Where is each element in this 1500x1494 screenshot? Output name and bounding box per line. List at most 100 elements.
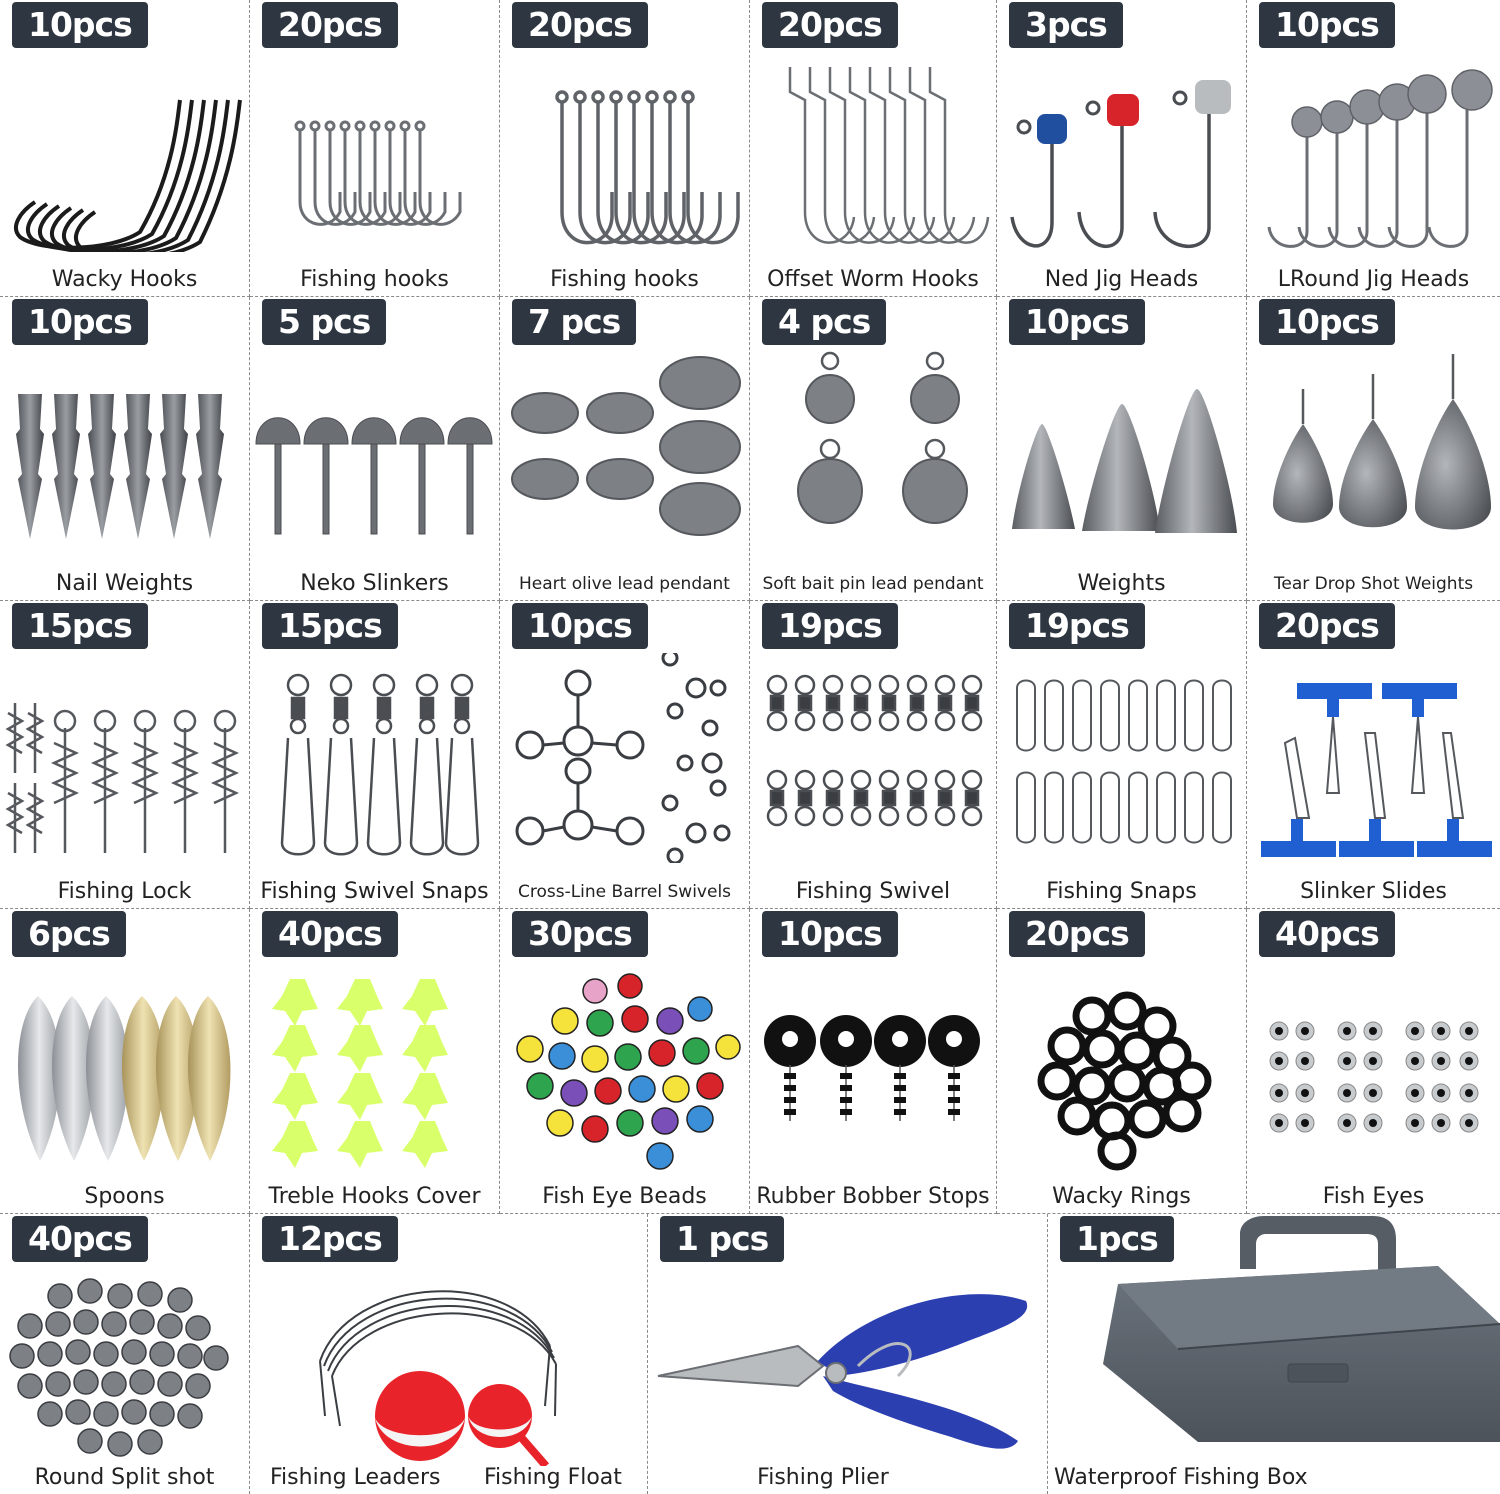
count-badge: 4 pcs — [762, 299, 887, 345]
item-label: Slinker Slides — [1300, 879, 1447, 904]
count-badge: 20pcs — [1259, 603, 1395, 649]
item-label: Fish Eye Beads — [542, 1184, 707, 1209]
neko-slinkers-icon — [255, 417, 493, 535]
pin-lead-icon — [797, 351, 968, 524]
round-jig-heads-icon — [1267, 69, 1493, 248]
item-label: Fishing Snaps — [1046, 879, 1197, 904]
item-label: Cross-Line Barrel Swivels — [517, 882, 732, 902]
item-fish-eye-beads: 30pcs Fish Eye Beads — [500, 909, 750, 1214]
item-label: Neko Slinkers — [300, 571, 449, 596]
item-label-secondary: Fishing Float — [484, 1465, 622, 1490]
split-shot-icon — [9, 1278, 229, 1457]
item-treble-hooks-cover: 40pcs Treble Hooks Cover — [250, 909, 500, 1214]
count-badge: 40pcs — [12, 1216, 148, 1262]
count-badge: 10pcs — [1259, 299, 1395, 345]
count-badge: 40pcs — [262, 911, 398, 957]
item-bobber-stops: 10pcs Rubber Bobber Stops — [750, 909, 997, 1214]
count-badge: 40pcs — [1259, 911, 1395, 957]
slinker-slides-icon — [1261, 683, 1492, 857]
item-label: LRound Jig Heads — [1277, 267, 1470, 292]
item-fishing-plier: 1 pcs Fishing Plier — [648, 1214, 1048, 1494]
fishing-plier-icon — [657, 1294, 1028, 1449]
item-leaders-float: 12pcs Fishing Leaders Fishing Float — [250, 1214, 648, 1494]
count-badge: 10pcs — [12, 2, 148, 48]
item-label: Nail Weights — [55, 571, 194, 596]
item-label: Fishing Lock — [57, 879, 192, 904]
wacky-rings-icon — [1037, 991, 1212, 1171]
swivel-snaps-icon — [280, 673, 480, 856]
item-slinker-slides: 20pcs Slinker Slides — [1247, 601, 1500, 909]
tear-drop-weights-icon — [1273, 354, 1491, 530]
three-way-swivels-icon — [515, 653, 731, 863]
count-badge: 15pcs — [262, 603, 398, 649]
item-label: Tear Drop Shot Weights — [1273, 574, 1474, 594]
nail-weights-icon — [16, 394, 224, 539]
olive-lead-icon — [511, 356, 741, 536]
item-label: Waterproof Fishing Box — [1054, 1465, 1308, 1490]
item-fishing-swivel: 19pcs Fishing Swivel — [750, 601, 997, 909]
item-offset-worm-hooks: 20pcs Offset Worm Hooks — [750, 0, 997, 297]
count-badge: 3pcs — [1009, 2, 1123, 48]
item-label: Fishing Swivel — [795, 879, 951, 904]
item-tear-drop-weights: 10pcs Tear Drop Shot Weights — [1247, 297, 1500, 601]
item-pin-lead: 4 pcs Soft bait pin lead pendant — [750, 297, 997, 601]
item-label: Ned Jig Heads — [1044, 267, 1199, 292]
item-wacky-hooks: 10pcs Wacky Hooks — [0, 0, 250, 297]
item-label: Rubber Bobber Stops — [756, 1184, 990, 1209]
count-badge: 10pcs — [762, 911, 898, 957]
count-badge: 19pcs — [1009, 603, 1145, 649]
item-wacky-rings: 20pcs Wacky Rings — [997, 909, 1247, 1214]
count-badge: 10pcs — [1009, 299, 1145, 345]
wacky-hooks-icon — [14, 99, 242, 252]
item-label: Fishing hooks — [300, 267, 449, 292]
count-badge: 6pcs — [12, 911, 126, 957]
item-fishing-box: 1pcs Waterproof Fishing Box — [1048, 1214, 1500, 1494]
fish-eye-beads-icon — [516, 973, 741, 1170]
item-olive-lead: 7 pcs Heart olive lead pendant — [500, 297, 750, 601]
leaders-float-icon — [319, 1290, 557, 1466]
bobber-stops-icon — [764, 1015, 980, 1121]
item-label: Weights — [1077, 571, 1166, 596]
item-label: Treble Hooks Cover — [268, 1184, 481, 1209]
count-badge: 20pcs — [762, 2, 898, 48]
large-fishing-hooks-icon — [555, 90, 740, 245]
item-swivel-snaps: 15pcs Fishing Swivel Snaps — [250, 601, 500, 909]
item-bullet-weights: 10pcs Weights — [997, 297, 1247, 601]
ned-jig-heads-icon — [1010, 80, 1231, 249]
item-label: Wacky Hooks — [51, 267, 198, 292]
count-badge: 1pcs — [1060, 1216, 1174, 1262]
count-badge: 5 pcs — [262, 299, 387, 345]
item-label: Heart olive lead pendant — [519, 574, 730, 594]
item-label: Wacky Rings — [1052, 1184, 1191, 1209]
bullet-weights-icon — [1012, 389, 1237, 533]
item-label: Fish Eyes — [1322, 1184, 1425, 1209]
count-badge: 7 pcs — [512, 299, 637, 345]
fishing-box-icon — [1103, 1216, 1500, 1442]
item-label: Round Split shot — [34, 1465, 215, 1490]
count-badge: 10pcs — [12, 299, 148, 345]
fishing-swivel-icon — [766, 674, 983, 827]
count-badge: 30pcs — [512, 911, 648, 957]
item-label: Fishing hooks — [550, 267, 699, 292]
item-fishing-hooks: 20pcs Fishing hooks — [250, 0, 500, 297]
count-badge: 10pcs — [512, 603, 648, 649]
fishing-hooks-icon — [294, 120, 462, 226]
item-split-shot: 40pcs Round Split shot — [0, 1214, 250, 1494]
fish-eyes-icon — [1269, 1021, 1479, 1133]
item-label: Soft bait pin lead pendant — [762, 574, 984, 594]
item-round-jig-heads: 10pcs LRound Jig Heads — [1247, 0, 1500, 297]
item-label: Fishing Swivel Snaps — [260, 879, 489, 904]
item-ned-jig-heads: 3pcs Ned Jig Heads — [997, 0, 1247, 297]
item-fish-eyes: 40pcs Fish Eyes — [1247, 909, 1500, 1214]
item-neko-slinkers: 5 pcs Neko Slinkers — [250, 297, 500, 601]
item-label: Offset Worm Hooks — [767, 267, 979, 292]
count-badge: 20pcs — [262, 2, 398, 48]
count-badge: 19pcs — [762, 603, 898, 649]
item-three-way-swivels: 10pcs Cross-Line Barrel Swivels — [500, 601, 750, 909]
item-label: Fishing Plier — [757, 1465, 889, 1490]
item-fishing-hooks-large: 20pcs Fishing hooks — [500, 0, 750, 297]
spoons-icon — [18, 996, 231, 1161]
offset-worm-hooks-icon — [788, 67, 990, 244]
count-badge: 1 pcs — [660, 1216, 785, 1262]
